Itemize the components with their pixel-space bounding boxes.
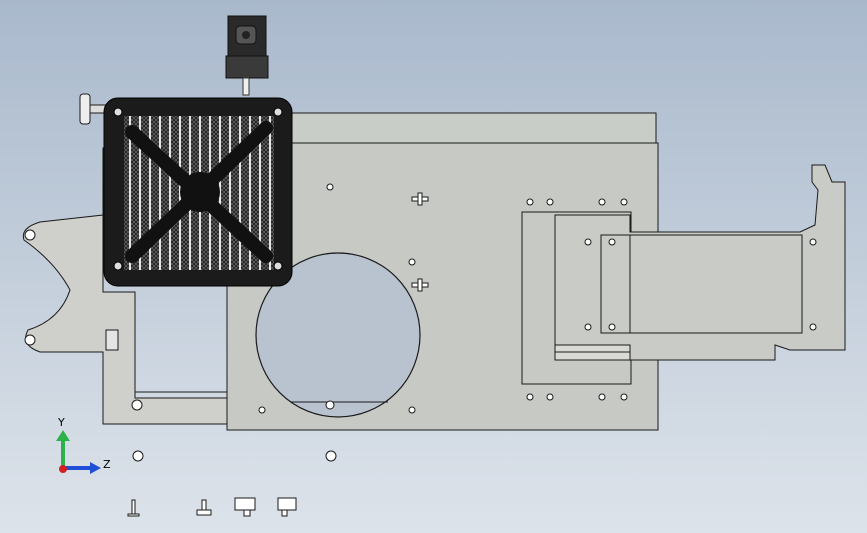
right-slide-rail[interactable] (554, 164, 846, 361)
y-axis-label: Y (57, 416, 65, 429)
main-plate[interactable] (226, 142, 659, 431)
cooling-fan[interactable] (103, 97, 293, 287)
screw (411, 278, 429, 292)
z-axis-label: Z (103, 458, 111, 471)
screw (411, 192, 429, 206)
thumb-screw-knob[interactable] (79, 93, 107, 125)
blower-opening[interactable] (255, 252, 421, 418)
loose-fasteners (127, 450, 337, 517)
coordinate-triad: Y Z (56, 416, 111, 474)
main-plate-top-flange[interactable] (289, 112, 657, 144)
left-mounting-bracket[interactable] (22, 147, 228, 425)
stepper-motor[interactable] (225, 15, 269, 96)
